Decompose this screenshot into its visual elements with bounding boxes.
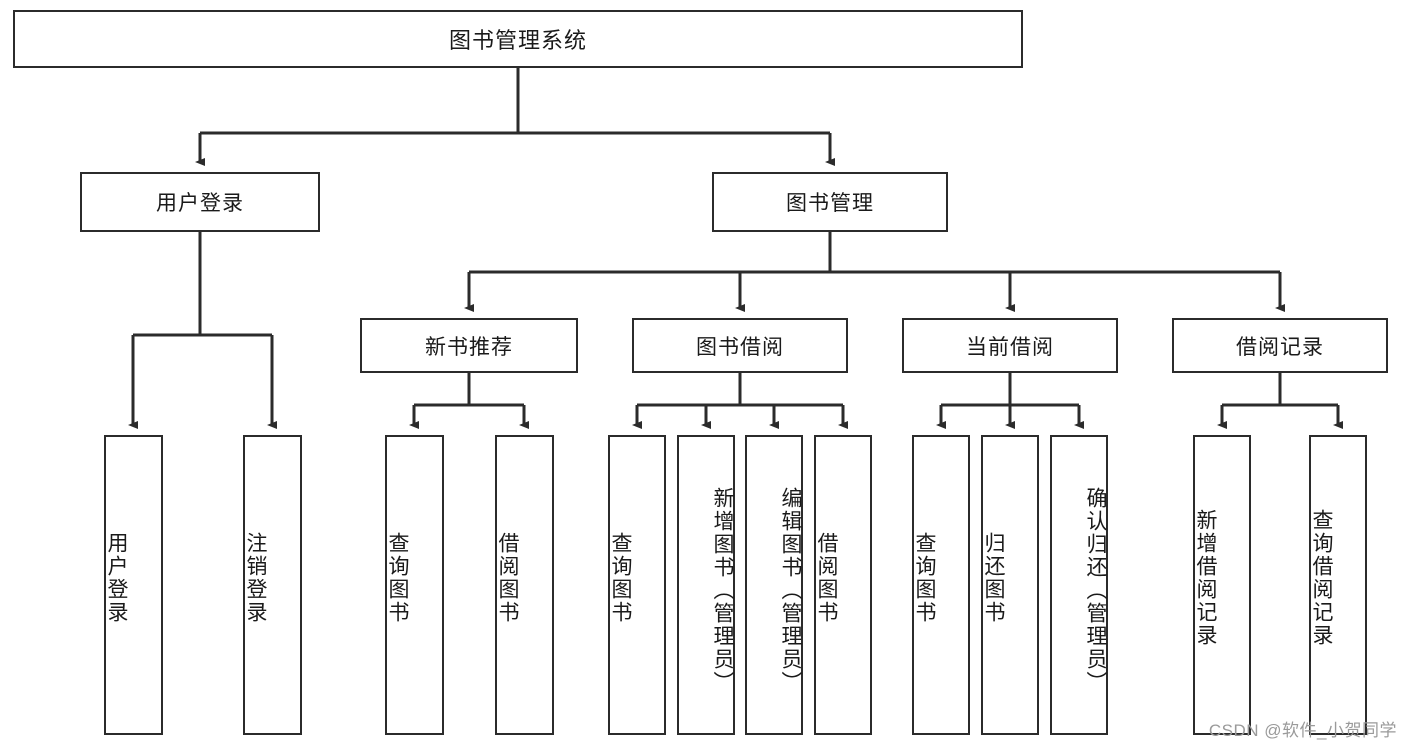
node-book-borrow-label: 图书借阅	[696, 335, 784, 359]
leaf-borrow-record-2-label: 查询借阅记录	[1310, 509, 1333, 647]
leaf-book-borrow-4[interactable]: 借阅图书	[814, 435, 872, 735]
leaf-current-borrow-2-label: 归还图书	[982, 532, 1005, 624]
node-root-label: 图书管理系统	[448, 28, 587, 53]
leaf-book-borrow-2[interactable]: 新增图书（管理员）	[677, 435, 735, 735]
leaf-current-borrow-1[interactable]: 查询图书	[912, 435, 970, 735]
node-user-login[interactable]: 用户登录	[80, 172, 320, 232]
watermark-text: CSDN @软件_小贺同学	[1208, 721, 1397, 740]
leaf-new-book-2-label: 借阅图书	[496, 532, 519, 624]
node-root[interactable]: 图书管理系统	[13, 10, 1023, 68]
leaf-borrow-record-1-label: 新增借阅记录	[1194, 509, 1217, 647]
leaf-new-book-1-label: 查询图书	[386, 532, 409, 624]
leaf-user-login-2[interactable]: 注销登录	[243, 435, 302, 735]
leaf-new-book-1[interactable]: 查询图书	[385, 435, 444, 735]
node-current-borrow[interactable]: 当前借阅	[902, 318, 1118, 373]
leaf-user-login-2-label: 注销登录	[244, 532, 267, 624]
leaf-current-borrow-3-label: 确认归还（管理员）	[1084, 486, 1107, 694]
node-book-borrow[interactable]: 图书借阅	[632, 318, 848, 373]
node-new-book-recommend[interactable]: 新书推荐	[360, 318, 578, 373]
leaf-book-borrow-3[interactable]: 编辑图书（管理员）	[745, 435, 803, 735]
leaf-borrow-record-2[interactable]: 查询借阅记录	[1309, 435, 1367, 735]
node-borrow-record-label: 借阅记录	[1236, 335, 1324, 359]
leaf-current-borrow-2[interactable]: 归还图书	[981, 435, 1039, 735]
node-book-manage-label: 图书管理	[786, 192, 874, 215]
leaf-book-borrow-4-label: 借阅图书	[815, 532, 838, 624]
node-current-borrow-label: 当前借阅	[966, 335, 1054, 359]
leaf-borrow-record-1[interactable]: 新增借阅记录	[1193, 435, 1251, 735]
leaf-user-login-1[interactable]: 用户登录	[104, 435, 163, 735]
leaf-book-borrow-1[interactable]: 查询图书	[608, 435, 666, 735]
node-borrow-record[interactable]: 借阅记录	[1172, 318, 1388, 373]
leaf-book-borrow-1-label: 查询图书	[609, 532, 632, 624]
leaf-new-book-2[interactable]: 借阅图书	[495, 435, 554, 735]
node-new-book-recommend-label: 新书推荐	[425, 335, 513, 359]
leaf-book-borrow-2-label: 新增图书（管理员）	[711, 486, 734, 694]
leaf-current-borrow-1-label: 查询图书	[913, 532, 936, 624]
node-user-login-label: 用户登录	[156, 192, 244, 215]
node-book-manage[interactable]: 图书管理	[712, 172, 948, 232]
leaf-book-borrow-3-label: 编辑图书（管理员）	[779, 486, 802, 694]
leaf-user-login-1-label: 用户登录	[105, 532, 128, 624]
leaf-current-borrow-3[interactable]: 确认归还（管理员）	[1050, 435, 1108, 735]
